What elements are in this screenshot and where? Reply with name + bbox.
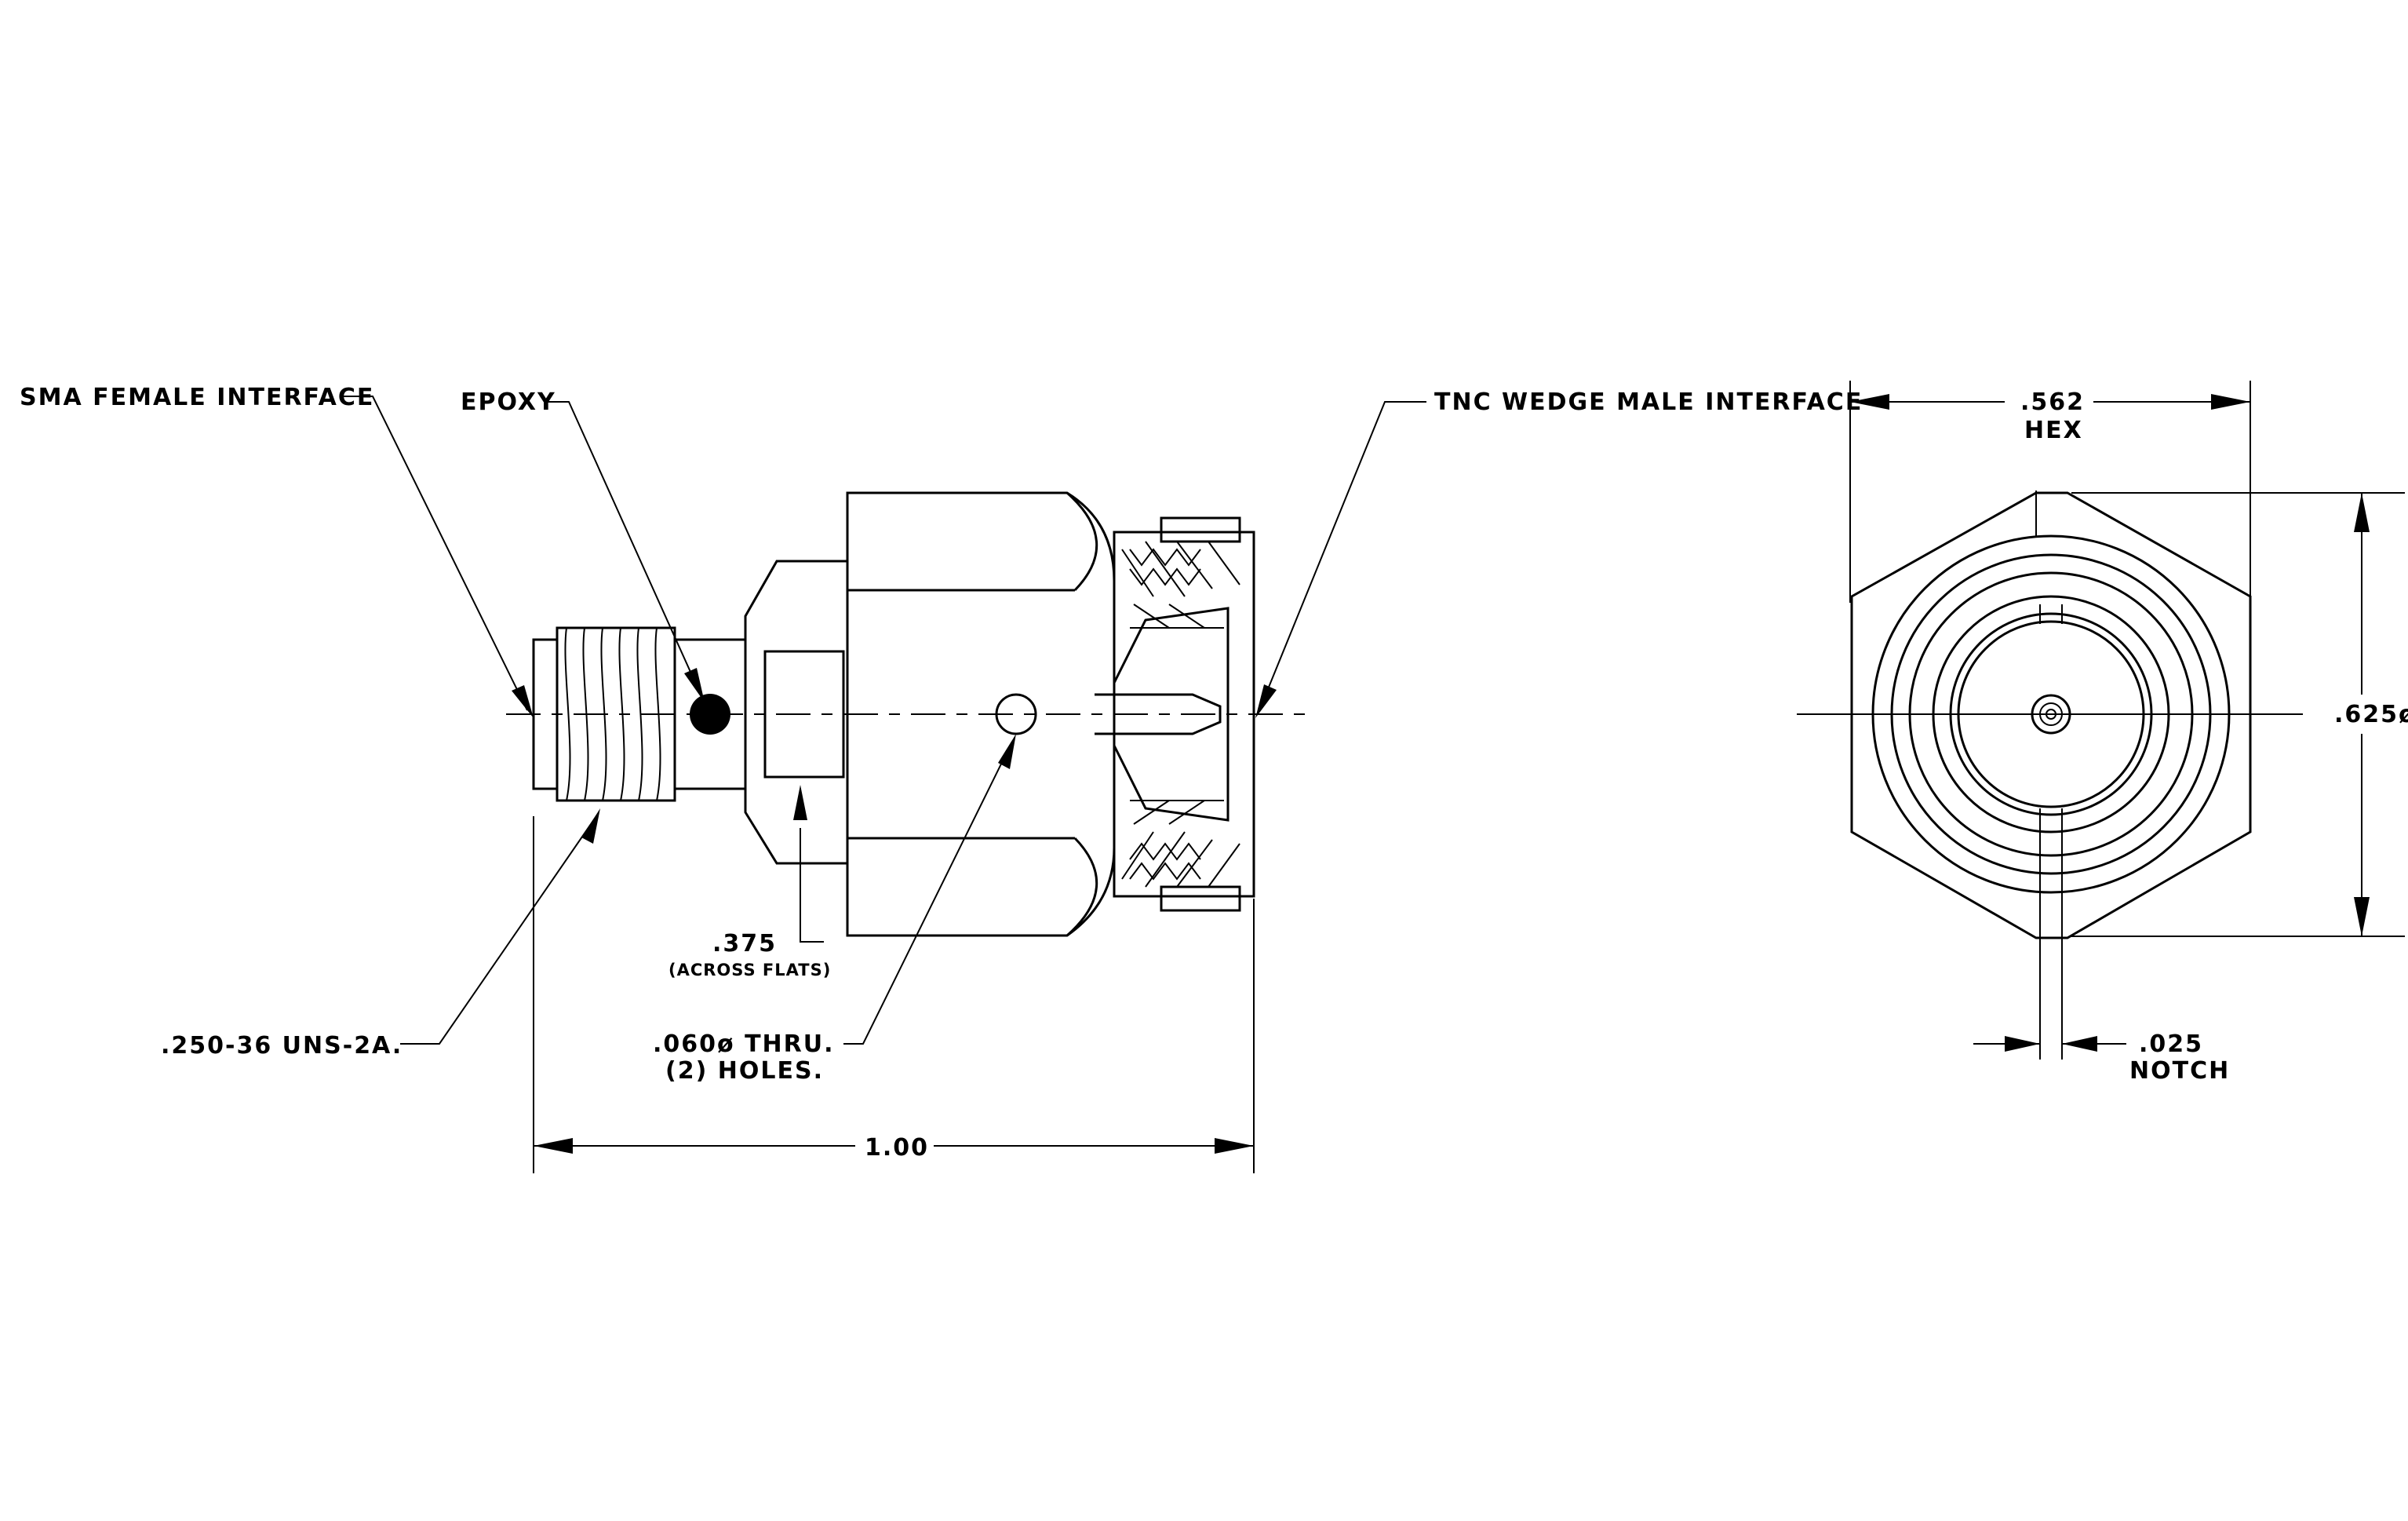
- label-diameter: .625ø: [2334, 701, 2408, 728]
- tnc-leader: [1259, 401, 1426, 711]
- epoxy-dot: [690, 694, 730, 735]
- notch-arrow-left: [2005, 1036, 2040, 1052]
- label-hex-value: .562: [2020, 388, 2085, 416]
- end-circle-4: [1932, 595, 2170, 833]
- thread-leader: [400, 815, 597, 1045]
- dia-arrow-bottom: [2354, 897, 2370, 936]
- label-tnc-wedge-male: TNC WEDGE MALE INTERFACE: [1434, 388, 1863, 416]
- center-pin: [1095, 693, 1222, 735]
- end-circle-1: [1871, 534, 2231, 894]
- label-across-flats-word: (ACROSS FLATS): [668, 961, 831, 979]
- length-arrow-right: [1215, 1138, 1254, 1154]
- label-hex-word: HEX: [2024, 417, 2083, 444]
- label-hole-line2: (2) HOLES.: [665, 1057, 824, 1085]
- label-notch-value: .025: [2139, 1030, 2203, 1058]
- hole-leader: [843, 741, 1013, 1045]
- epoxy-leader: [545, 401, 701, 695]
- label-length: 1.00: [865, 1134, 929, 1162]
- end-hex-outline: [1850, 491, 2252, 939]
- label-notch-word: NOTCH: [2129, 1057, 2230, 1085]
- notch-arrow-right: [2062, 1036, 2097, 1052]
- tnc-coupling-section: [1095, 516, 1255, 912]
- hex-arrow-left: [1850, 394, 1889, 410]
- sma-leader: [344, 396, 528, 711]
- wedge-fingers: [1113, 607, 1230, 822]
- hex-curve-top: [1066, 491, 1098, 592]
- length-arrow-left: [534, 1138, 573, 1154]
- label-sma-female: SMA FEMALE INTERFACE: [20, 384, 374, 411]
- side-view: SMA FEMALE INTERFACE EPOXY TNC WEDGE MAL…: [20, 384, 1863, 1173]
- end-circle-5: [1949, 612, 2153, 816]
- label-hole-line1: .060ø THRU.: [653, 1030, 835, 1058]
- end-circle-2: [1890, 553, 2212, 875]
- tnc-nut-bottom-lip: [1160, 885, 1241, 912]
- end-pin-outer: [2031, 694, 2071, 735]
- end-circle-6: [1957, 620, 2145, 808]
- end-pin-center: [2046, 709, 2056, 720]
- small-hex-flat: [763, 650, 845, 779]
- tnc-nut-top-lip: [1160, 516, 1241, 543]
- hex-curve-bottom: [1066, 837, 1098, 937]
- across-flats-leader: [800, 828, 824, 943]
- label-epoxy: EPOXY: [461, 388, 556, 416]
- hex-arrow-right: [2211, 394, 2250, 410]
- thread-lines: [564, 627, 661, 801]
- end-pin-inner: [2039, 702, 2063, 726]
- end-circle-3: [1908, 571, 2194, 857]
- end-view: .562 HEX .625ø .025 NOTCH: [1797, 381, 2408, 1085]
- dia-arrow-top: [2354, 493, 2370, 532]
- label-thread-spec: .250-36 UNS-2A.: [161, 1032, 403, 1060]
- label-across-flats-value: .375: [712, 930, 777, 957]
